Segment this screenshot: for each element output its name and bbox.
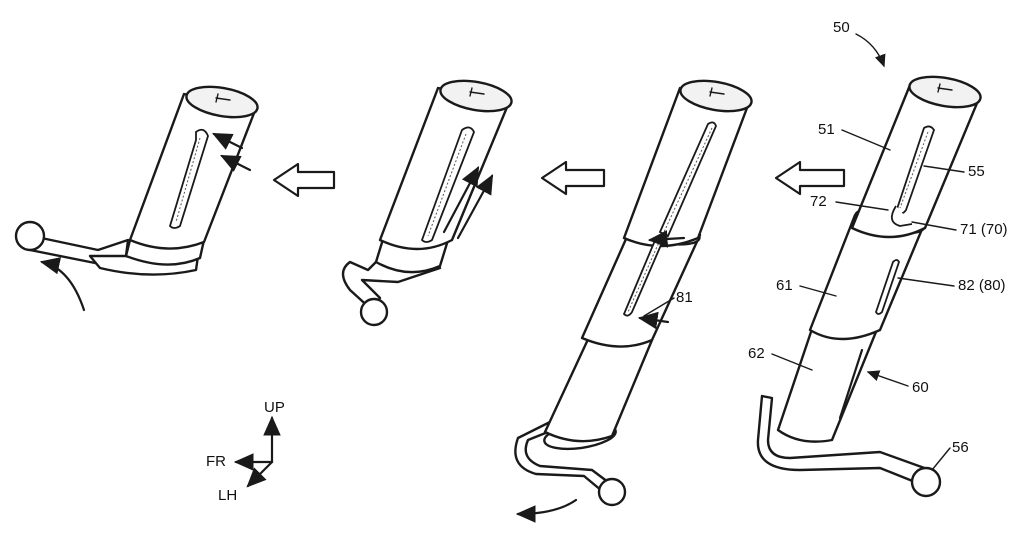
slot-1 [168,128,209,229]
label-55: 55 [968,163,985,180]
slot-82 [875,259,900,315]
label-51: 51 [818,121,835,138]
ball-end-56 [910,466,942,498]
process-arrow-1 [272,162,336,198]
stand-stage-1 [14,85,259,312]
stand-stage-3 [514,79,753,507]
hook-slot [890,205,913,227]
top-cap-1 [185,85,259,119]
label-62: 62 [748,345,765,362]
axis-up-label: UP [264,399,285,416]
top-cap-2 [439,79,513,113]
slot-2 [420,126,475,243]
label-56: 56 [952,439,969,456]
process-arrow-2 [540,160,606,196]
process-arrow-3 [774,160,846,196]
lower-tube-62 [776,318,882,443]
label-60: 60 [912,379,929,396]
ball-end-3 [597,477,627,507]
ball-end-2 [359,297,389,327]
rotate-arrow-1 [39,257,86,312]
axis-fr-label: FR [206,453,226,470]
top-cap [908,75,982,109]
stand-stage-2 [341,79,513,327]
axis-lh-label: LH [218,487,237,504]
top-cap-3 [679,79,753,113]
label-82: 82 (80) [958,277,1006,294]
upper-tube-2 [378,86,512,251]
label-61: 61 [776,277,793,294]
ball-end-1 [14,220,46,252]
lower-tube-3 [543,333,654,443]
middle-tube-61 [808,213,927,341]
label-50: 50 [833,19,850,36]
rotate-arrow-3 [515,498,578,523]
label-71: 71 (70) [960,221,1008,238]
label-72: 72 [810,193,827,210]
label-81: 81 [676,289,693,306]
orientation-axes: UP FR LH [206,399,285,504]
stand-extended [756,75,982,498]
